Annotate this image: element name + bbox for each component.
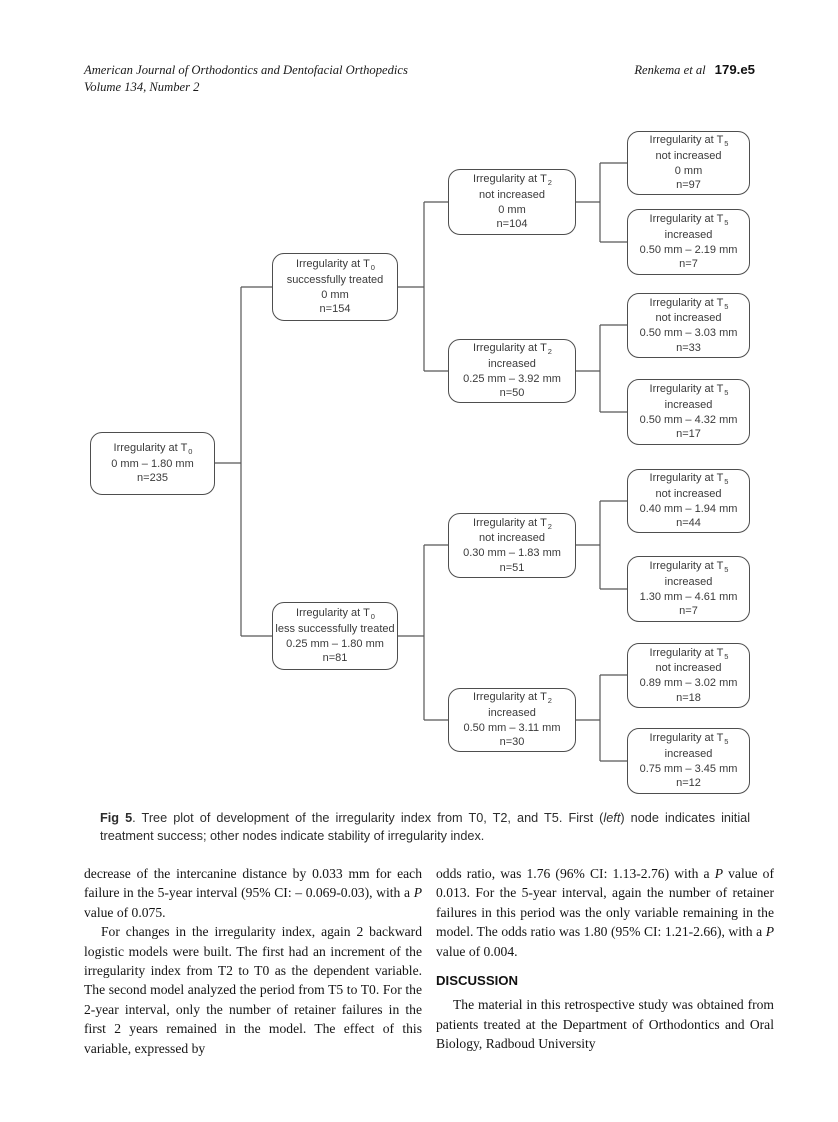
node-count: n=51 — [499, 561, 525, 574]
node-title: Irregularity at T2 — [473, 173, 552, 188]
node-count: n=97 — [676, 179, 701, 192]
node-range: 0.25 mm – 1.80 mm — [286, 637, 384, 650]
node-title: Irregularity at T0 — [296, 258, 375, 273]
node-status: successfully treated — [286, 273, 384, 286]
node-title: Irregularity at T0 — [296, 607, 375, 622]
node-count: n=33 — [676, 341, 701, 354]
node-status: not increased — [478, 188, 546, 201]
node-title: Irregularity at T0 — [113, 442, 193, 457]
page-header-right: Renkema et al 179.e5 — [634, 62, 755, 78]
node-range: 0.50 mm – 2.19 mm — [639, 243, 738, 256]
tree-node-t2-not-increased-1: Irregularity at T2 not increased 0 mm n=… — [448, 169, 576, 235]
node-status: increased — [664, 575, 713, 588]
node-range: 1.30 mm – 4.61 mm — [639, 590, 738, 603]
node-status: increased — [488, 357, 536, 370]
node-count: n=30 — [499, 736, 525, 749]
node-range: 0 mm — [674, 164, 703, 177]
node-title: Irregularity at T5 — [649, 383, 729, 398]
node-status: increased — [664, 228, 713, 241]
node-range: 0.30 mm – 1.83 mm — [463, 547, 561, 559]
node-range: 0.25 mm – 3.92 mm — [463, 372, 561, 385]
node-range: 0 mm — [498, 203, 526, 216]
paragraph: odds ratio, was 1.76 (96% CI: 1.13-2.76)… — [436, 866, 775, 959]
node-count: n=50 — [499, 387, 525, 400]
node-count: n=7 — [679, 605, 698, 618]
discussion-heading: DISCUSSION — [436, 973, 519, 989]
node-status: increased — [664, 398, 713, 411]
tree-node-t5-4: Irregularity at T5 increased 0.50 mm – 4… — [627, 379, 750, 445]
tree-node-t0-success: Irregularity at T0 successfully treated … — [272, 253, 398, 321]
node-status: not increased — [478, 532, 546, 545]
tree-node-t5-7: Irregularity at T5 not increased 0.89 mm… — [627, 643, 750, 708]
tree-node-t5-1: Irregularity at T5 not increased 0 mm n=… — [627, 131, 750, 195]
node-title: Irregularity at T5 — [649, 732, 729, 747]
tree-node-t5-8: Irregularity at T5 increased 0.75 mm – 3… — [627, 728, 750, 794]
journal-title: American Journal of Orthodontics and Den… — [84, 63, 408, 77]
tree-node-t5-6: Irregularity at T5 increased 1.30 mm – 4… — [627, 556, 750, 622]
node-count: n=7 — [679, 258, 698, 271]
node-range: 0 mm — [321, 288, 349, 301]
node-range: 0.50 mm – 3.03 mm — [639, 327, 738, 339]
node-range: 0.40 mm – 1.94 mm — [639, 502, 738, 515]
node-count: n=81 — [322, 652, 348, 665]
tree-node-t2-increased-1: Irregularity at T2 increased 0.25 mm – 3… — [448, 339, 576, 403]
node-count: n=154 — [319, 303, 351, 316]
node-range: 0.50 mm – 3.11 mm — [463, 721, 561, 734]
node-range: 0 mm – 1.80 mm — [111, 457, 194, 470]
node-count: n=12 — [676, 777, 701, 790]
page-number: 179.e5 — [714, 62, 755, 77]
node-status: not increased — [655, 149, 722, 162]
tree-node-root: Irregularity at T0 0 mm – 1.80 mm n=235 — [90, 432, 215, 495]
authors: Renkema et al — [634, 63, 706, 77]
node-count: n=235 — [137, 472, 168, 485]
paragraph: The material in this retrospective study… — [436, 997, 774, 1052]
node-status: not increased — [655, 662, 722, 675]
node-status: not increased — [655, 312, 722, 325]
node-title: Irregularity at T5 — [649, 134, 729, 149]
tree-node-t5-3: Irregularity at T5 not increased 0.50 mm… — [627, 293, 750, 358]
paragraph: decrease of the intercanine distance by … — [84, 866, 422, 920]
tree-node-t5-5: Irregularity at T5 not increased 0.40 mm… — [627, 469, 750, 533]
node-title: Irregularity at T5 — [649, 213, 729, 228]
node-status: increased — [664, 747, 713, 760]
node-range: 0.89 mm – 3.02 mm — [639, 677, 738, 689]
tree-node-t5-2: Irregularity at T5 increased 0.50 mm – 2… — [627, 209, 750, 275]
node-count: n=44 — [676, 517, 701, 530]
node-title: Irregularity at T5 — [649, 472, 729, 487]
node-range: 0.75 mm – 3.45 mm — [639, 762, 738, 775]
node-count: n=17 — [676, 428, 701, 441]
node-count: n=18 — [676, 691, 701, 704]
node-title: Irregularity at T5 — [649, 296, 729, 311]
node-status: increased — [488, 706, 536, 719]
figure-caption: Fig 5. Tree plot of development of the i… — [100, 811, 751, 843]
node-title: Irregularity at T5 — [649, 646, 729, 661]
node-count: n=104 — [496, 218, 528, 231]
node-title: Irregularity at T2 — [473, 691, 552, 706]
journal-volume: Volume 134, Number 2 — [84, 79, 200, 94]
body-right-column: odds ratio, was 1.76 (96% CI: 1.13-2.76)… — [436, 864, 774, 1054]
node-title: Irregularity at T5 — [649, 560, 729, 575]
body-left-column: decrease of the intercanine distance by … — [84, 864, 422, 1058]
node-range: 0.50 mm – 4.32 mm — [639, 413, 738, 426]
node-title: Irregularity at T2 — [473, 342, 552, 357]
node-status: less successfully treated — [275, 622, 395, 635]
node-title: Irregularity at T2 — [473, 516, 552, 531]
tree-node-t2-not-increased-2: Irregularity at T2 not increased 0.30 mm… — [448, 513, 576, 578]
tree-node-t0-less-success: Irregularity at T0 less successfully tre… — [272, 602, 398, 670]
journal-header: American Journal of Orthodontics and Den… — [84, 62, 408, 95]
node-status: not increased — [655, 487, 722, 500]
tree-node-t2-increased-2: Irregularity at T2 increased 0.50 mm – 3… — [448, 688, 576, 752]
paragraph: For changes in the irregularity index, a… — [84, 924, 422, 1056]
